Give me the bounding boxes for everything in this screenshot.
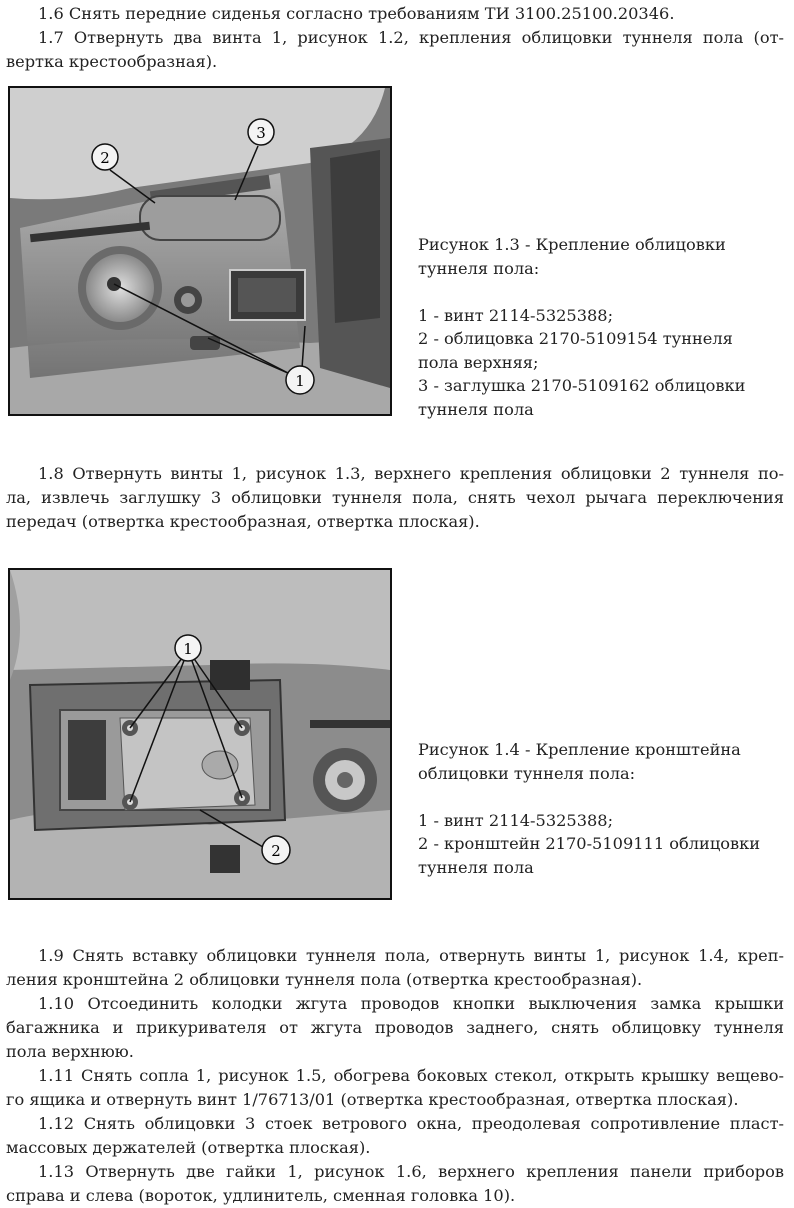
figure-1-3-legend-1: 1 - винт 2114-5325388; — [418, 305, 614, 325]
paragraph-1-13-line2: справа и слева (вороток, удлинитель, сме… — [6, 1186, 516, 1205]
callout-1-circle — [285, 365, 315, 395]
paragraph-1-9: 1.9 Снять вставку облицовки туннеля пола… — [6, 944, 784, 992]
figure-1-4-caption: Рисунок 1.4 - Крепление кронштейна облиц… — [418, 738, 788, 879]
callout-3-circle — [247, 118, 275, 146]
paragraph-1-13: 1.13 Отвернуть две гайки 1, рисунок 1.6,… — [6, 1160, 784, 1208]
figure-1-3-legend-3-cont: туннеля пола — [418, 399, 534, 419]
figure-1-4-legend-2: 2 - кронштейн 2170-5109111 облицовки — [418, 834, 761, 853]
paragraph-1-7-line2: вертка крестообразная). — [6, 52, 218, 71]
paragraph-1-9-line2: ления кронштейна 2 облицовки туннеля пол… — [6, 970, 643, 989]
paragraph-1-10-line1: 1.10 Отсоединить колодки жгута проводов … — [38, 994, 784, 1013]
paragraph-1-6-text: 1.6 Снять передние сиденья согласно треб… — [38, 4, 675, 23]
figure-1-3-photo: 3 2 1 — [8, 86, 392, 416]
callout-1-circle — [174, 634, 202, 662]
paragraph-1-8-line2: ла, извлечь заглушку 3 облицовки туннеля… — [6, 488, 784, 507]
figure-1-4-caption-blank — [418, 785, 788, 809]
paragraph-1-12-line2: массовых держателей (отвертка плоская). — [6, 1138, 371, 1157]
paragraph-1-9-line1: 1.9 Снять вставку облицовки туннеля пола… — [38, 946, 784, 965]
paragraph-1-6: 1.6 Снять передние сиденья согласно треб… — [6, 2, 784, 26]
paragraph-1-8-line3: передач (отвертка крестообразная, отверт… — [6, 512, 480, 531]
figure-1-3-caption: Рисунок 1.3 - Крепление облицовки туннел… — [418, 233, 788, 421]
paragraph-1-10: 1.10 Отсоединить колодки жгута проводов … — [6, 992, 784, 1064]
figure-1-4-caption-title: Рисунок 1.4 - Крепление кронштейна — [418, 740, 741, 759]
figure-1-3-legend-2-cont: пола верхняя; — [418, 352, 539, 372]
paragraph-1-7: 1.7 Отвернуть два винта 1, рисунок 1.2, … — [6, 26, 784, 74]
paragraph-1-11-line2: го ящика и отвернуть винт 1/76713/01 (от… — [6, 1090, 739, 1109]
callout-2-circle — [261, 835, 291, 865]
paragraph-1-8: 1.8 Отвернуть винты 1, рисунок 1.3, верх… — [6, 462, 784, 534]
callout-3-label: 3 — [256, 124, 266, 142]
paragraph-1-11-line1: 1.11 Снять сопла 1, рисунок 1.5, обогрев… — [38, 1066, 784, 1085]
callout-2-label: 2 — [100, 149, 110, 167]
paragraph-1-8-line1: 1.8 Отвернуть винты 1, рисунок 1.3, верх… — [38, 464, 784, 483]
paragraph-1-7-line1: 1.7 Отвернуть два винта 1, рисунок 1.2, … — [38, 28, 784, 47]
paragraph-1-10-line3: пола верхнюю. — [6, 1042, 134, 1061]
figure-1-4-legend-1: 1 - винт 2114-5325388; — [418, 810, 614, 830]
figure-1-4-caption-title-cont: облицовки туннеля пола: — [418, 763, 636, 783]
bottom-steps: 1.9 Снять вставку облицовки туннеля пола… — [6, 944, 784, 1208]
tunnel-console-photo-illustration: 3 2 1 — [10, 88, 390, 414]
callout-2-circle — [91, 143, 119, 171]
paragraph-1-12-line1: 1.12 Снять облицовки 3 стоек ветрового о… — [38, 1114, 784, 1133]
bracket-console-photo-illustration: 1 2 — [10, 570, 390, 898]
paragraph-1-13-line1: 1.13 Отвернуть две гайки 1, рисунок 1.6,… — [38, 1162, 784, 1181]
figure-1-3-legend-3: 3 - заглушка 2170-5109162 облицовки — [418, 376, 746, 395]
figure-1-3-caption-title: Рисунок 1.3 - Крепление облицовки — [418, 235, 726, 254]
figure-1-3-caption-title-cont: туннеля пола: — [418, 258, 540, 278]
figure-1-3-caption-blank — [418, 280, 788, 304]
paragraph-1-10-line2: багажника и прикуривателя от жгута прово… — [6, 1018, 784, 1037]
figure-1-3-legend-2: 2 - облицовка 2170-5109154 туннеля — [418, 329, 733, 348]
figure-1-4-photo: 1 2 — [8, 568, 392, 900]
paragraph-1-12: 1.12 Снять облицовки 3 стоек ветрового о… — [6, 1112, 784, 1160]
figure-1-4-legend-2-cont: туннеля пола — [418, 857, 534, 877]
callout-1-label: 1 — [295, 372, 305, 390]
paragraph-1-11: 1.11 Снять сопла 1, рисунок 1.5, обогрев… — [6, 1064, 784, 1112]
callout-1-label: 1 — [183, 640, 193, 658]
callout-2-label: 2 — [271, 842, 281, 860]
